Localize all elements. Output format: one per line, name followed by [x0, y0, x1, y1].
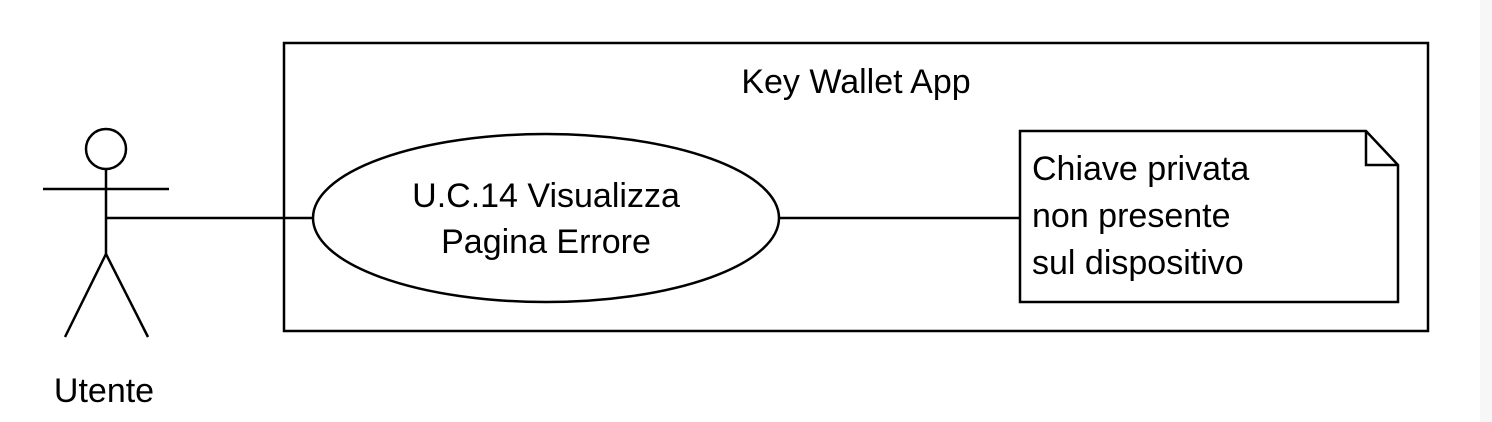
- note-line3: sul dispositivo: [1032, 244, 1244, 282]
- system-boundary-box: [282, 41, 1430, 333]
- actor-head: [84, 127, 128, 171]
- actor-utente[interactable]: Utente: [43, 127, 169, 410]
- actor-right-leg: [104, 253, 150, 338]
- use-case-label-line2: Pagina Errore: [441, 223, 651, 261]
- use-case[interactable]: U.C.14 Visualizza Pagina Errore: [311, 132, 781, 304]
- note-line1: Chiave privata: [1032, 150, 1249, 188]
- actor-label: Utente: [54, 372, 154, 410]
- note-fold: [1364, 131, 1398, 167]
- note-line2: non presente: [1032, 197, 1231, 235]
- actor-left-leg: [63, 253, 108, 338]
- note-shape: [1018, 129, 1400, 304]
- note: Chiave privata non presente sul disposit…: [1018, 129, 1400, 304]
- use-case-label-line1: U.C.14 Visualizza: [412, 177, 680, 215]
- use-case-ellipse: [311, 132, 781, 304]
- system-title: Key Wallet App: [741, 63, 970, 101]
- right-edge-strip: [1480, 0, 1492, 422]
- system-boundary: Key Wallet App: [282, 41, 1430, 333]
